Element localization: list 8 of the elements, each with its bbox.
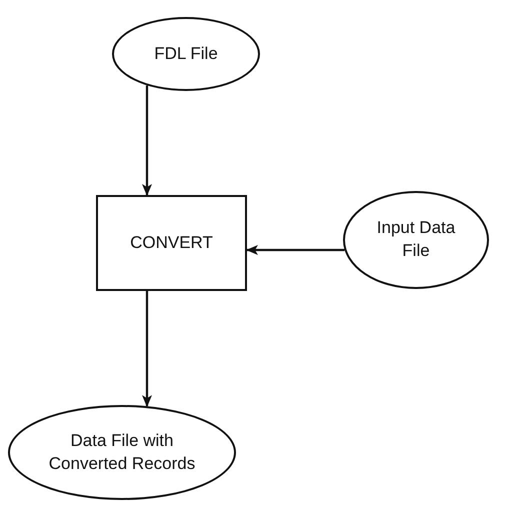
node-label: CONVERT: [130, 232, 213, 254]
arrow: [142, 291, 152, 408]
arrow: [142, 85, 152, 196]
arrow: [246, 245, 345, 255]
node-label: FDL File: [154, 42, 218, 65]
node-label: Data File with Converted Records: [48, 430, 196, 474]
node-label: Input Data File: [376, 217, 456, 262]
process-box: [96, 195, 247, 291]
